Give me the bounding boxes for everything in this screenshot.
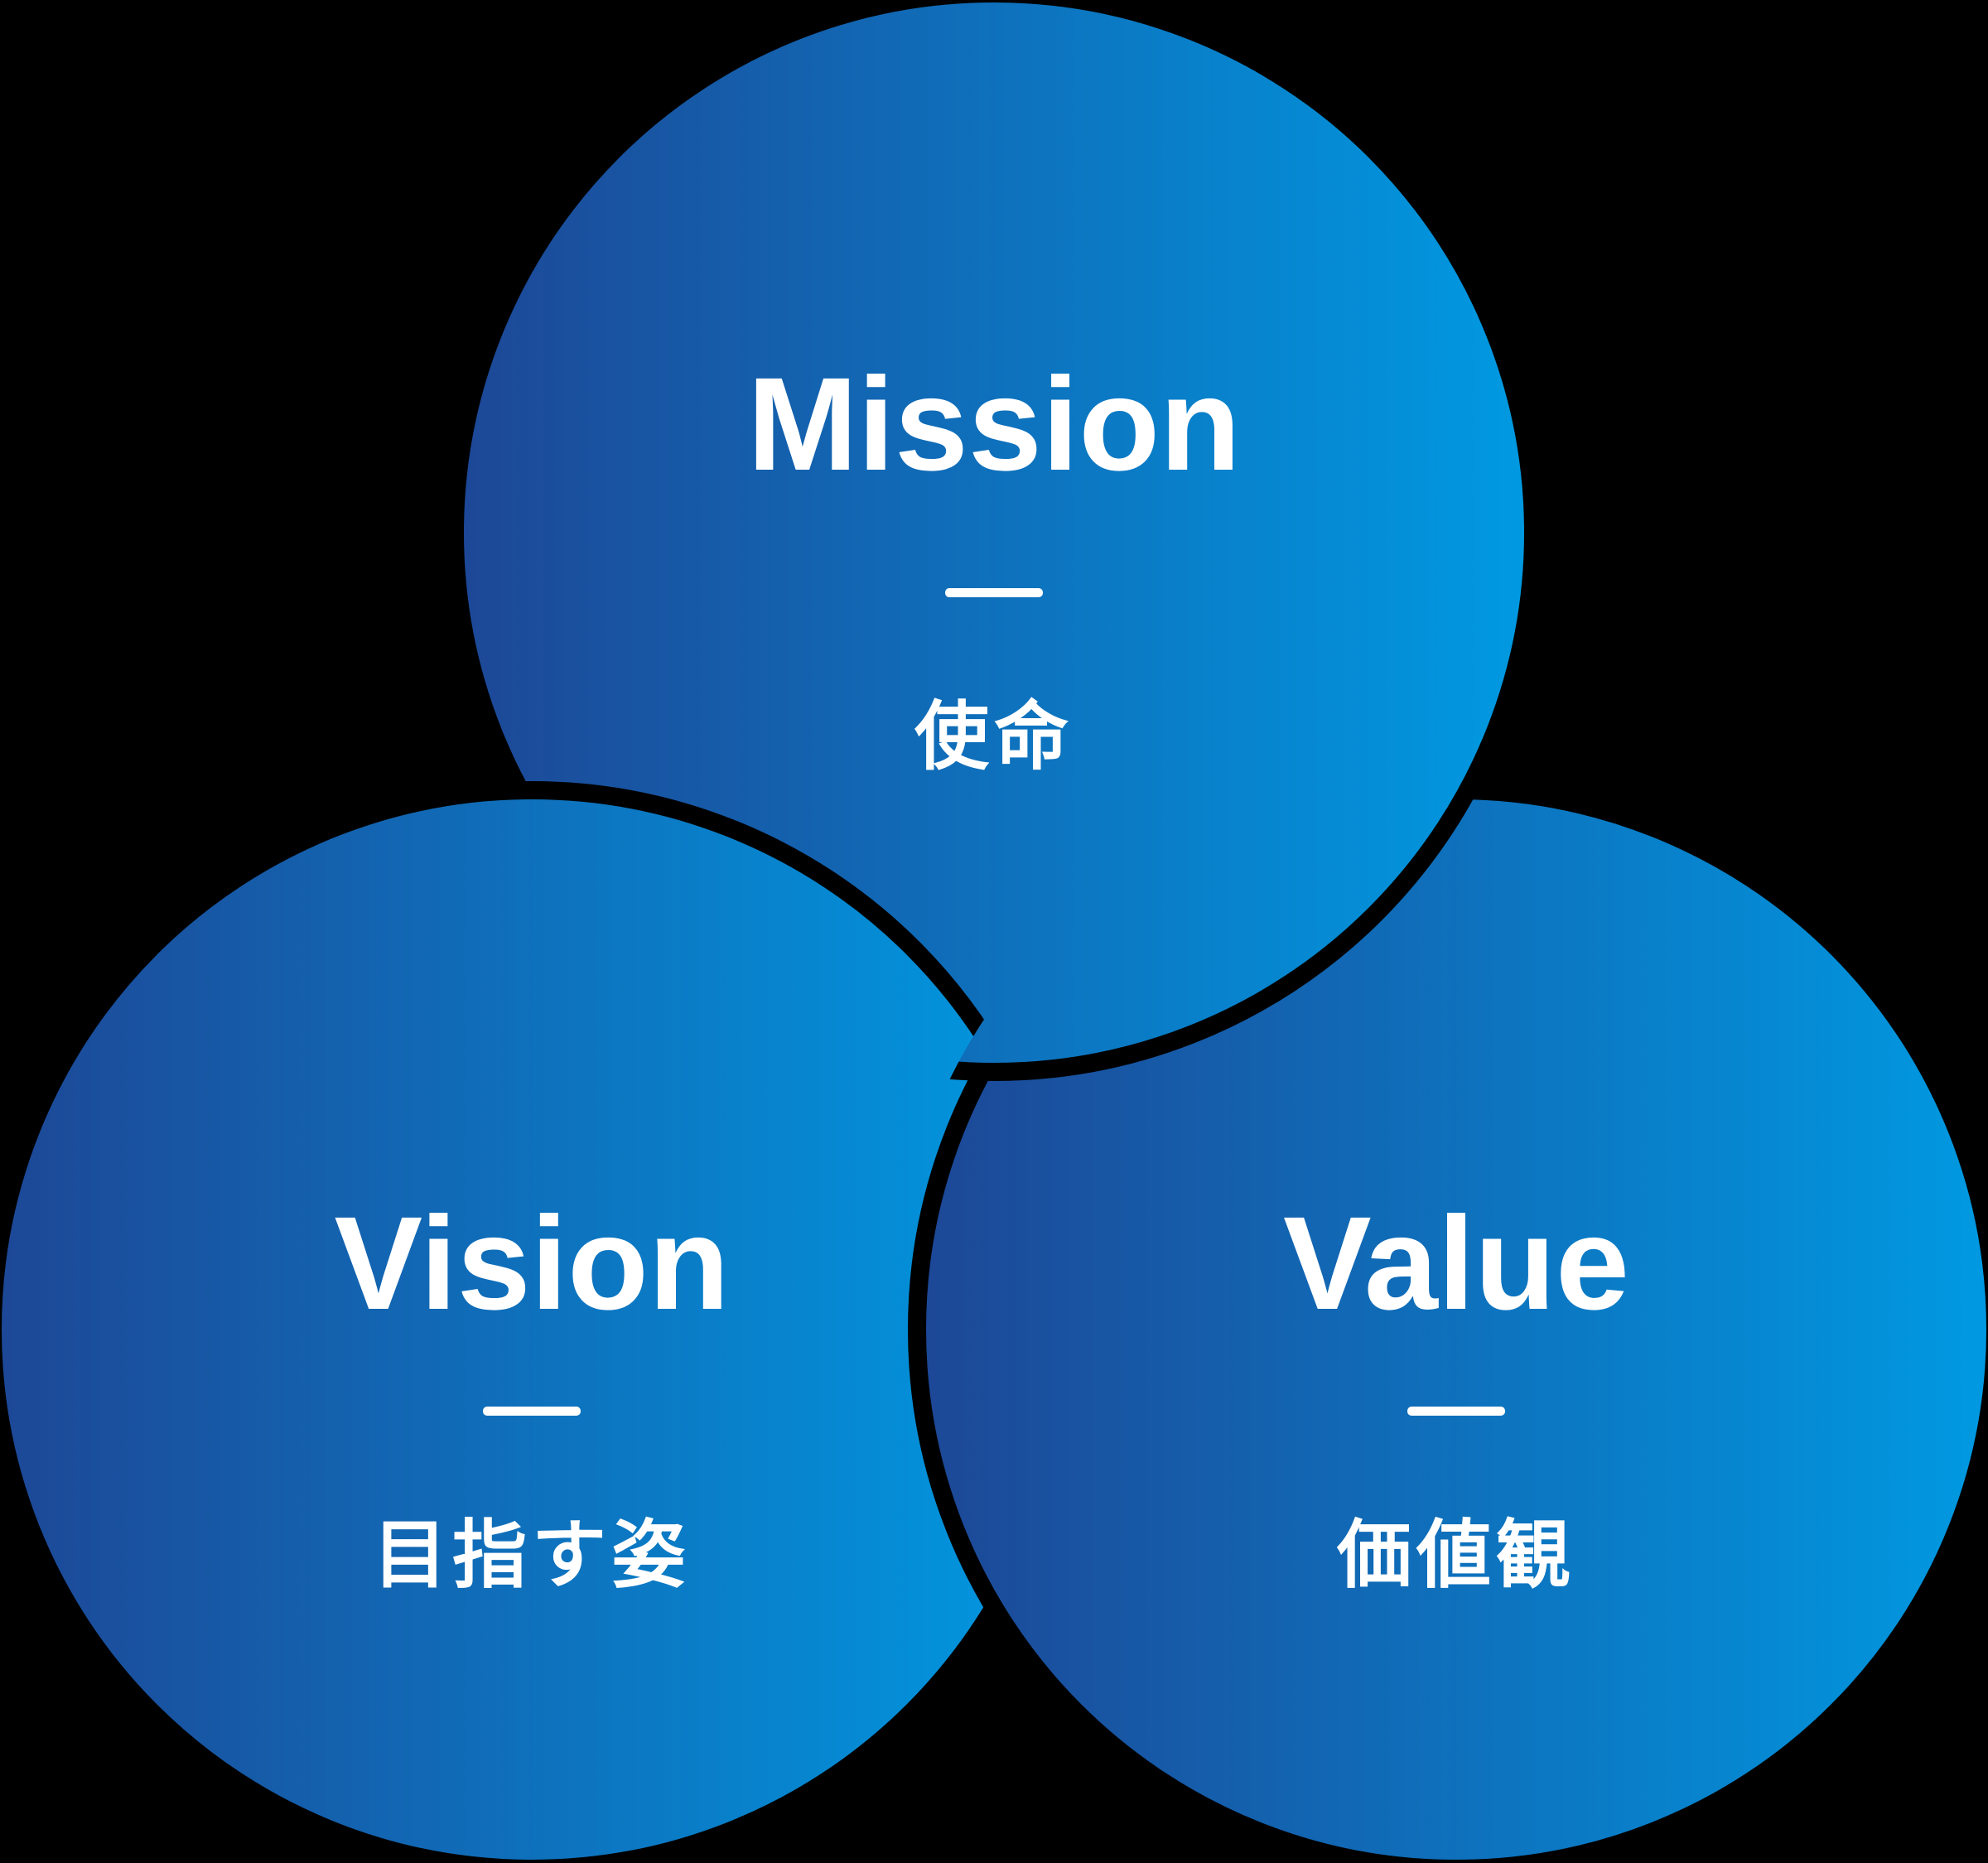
vision-circle-overlap-redraw xyxy=(0,781,1080,1863)
vision-divider xyxy=(483,1407,581,1416)
value-divider xyxy=(1407,1407,1505,1416)
vision-title: Vision xyxy=(334,1189,729,1337)
value-title: Value xyxy=(1283,1189,1629,1337)
mission-divider xyxy=(945,588,1043,597)
value-label-group: Value 価値観 xyxy=(1283,1189,1629,1597)
value-subtitle: 価値観 xyxy=(1336,1514,1575,1597)
mission-title: Mission xyxy=(747,350,1241,498)
vision-subtitle: 目指す姿 xyxy=(373,1514,691,1597)
mission-label-group: Mission 使命 xyxy=(747,350,1241,779)
vision-label-group: Vision 目指す姿 xyxy=(334,1189,729,1597)
mission-subtitle: 使命 xyxy=(914,696,1074,779)
